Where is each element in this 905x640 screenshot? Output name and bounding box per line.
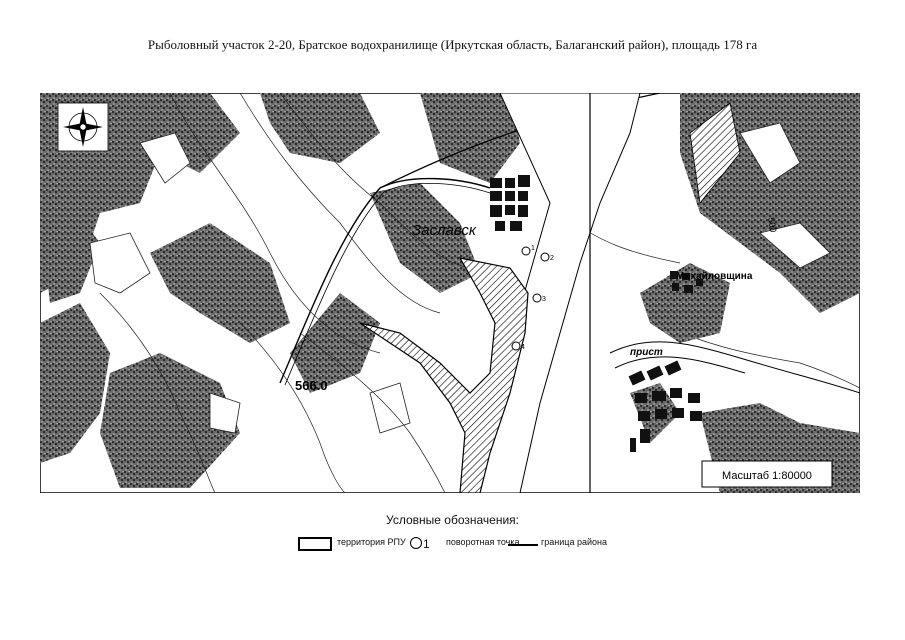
legend-border-line-icon [508,544,538,546]
point-label-4: 4 [521,344,525,351]
legend-rpu-label: территория РПУ [337,537,406,547]
legend-rpu-swatch [298,537,332,551]
scale-label: Масштаб 1:80000 [722,470,812,482]
east-hatched-bank [689,102,741,204]
point-label-1: 1 [531,245,535,252]
legend-title: Условные обозначения: [386,513,519,527]
scale-box: Масштаб 1:80000 [701,460,833,488]
place-label-mikhailovshchina: Михайловщина [676,271,753,282]
relief-clearings [89,132,411,434]
place-label-zaslavsk: Заславск [412,222,477,239]
legend-point-number: 1 [423,537,430,551]
point-label-3: 3 [542,296,546,303]
east-clearings [739,122,831,269]
settlement-south [628,360,702,452]
settlement-zaslavsk [490,175,530,231]
map-title: Рыболовный участок 2-20, Братское водохр… [147,37,758,52]
contour-label-500: 500 [766,217,778,234]
legend-border-label: граница района [541,537,607,547]
legend-point-circle-icon [410,537,422,549]
compass-rose-icon [57,102,109,152]
shoreline [609,341,860,394]
turning-points [511,246,550,351]
rpu-territory[interactable] [359,257,529,493]
map-frame[interactable]: 1 2 3 4 Заславск Михайловщина прист 566.… [40,93,860,493]
legend-point-label: поворотная точка [446,537,520,547]
settlement-mikhailovshchina [670,271,703,293]
elevation-mark: 566.0 [295,378,328,393]
contour-lines [99,93,860,493]
place-label-pristan: прист [630,347,663,358]
point-label-2: 2 [550,255,554,262]
